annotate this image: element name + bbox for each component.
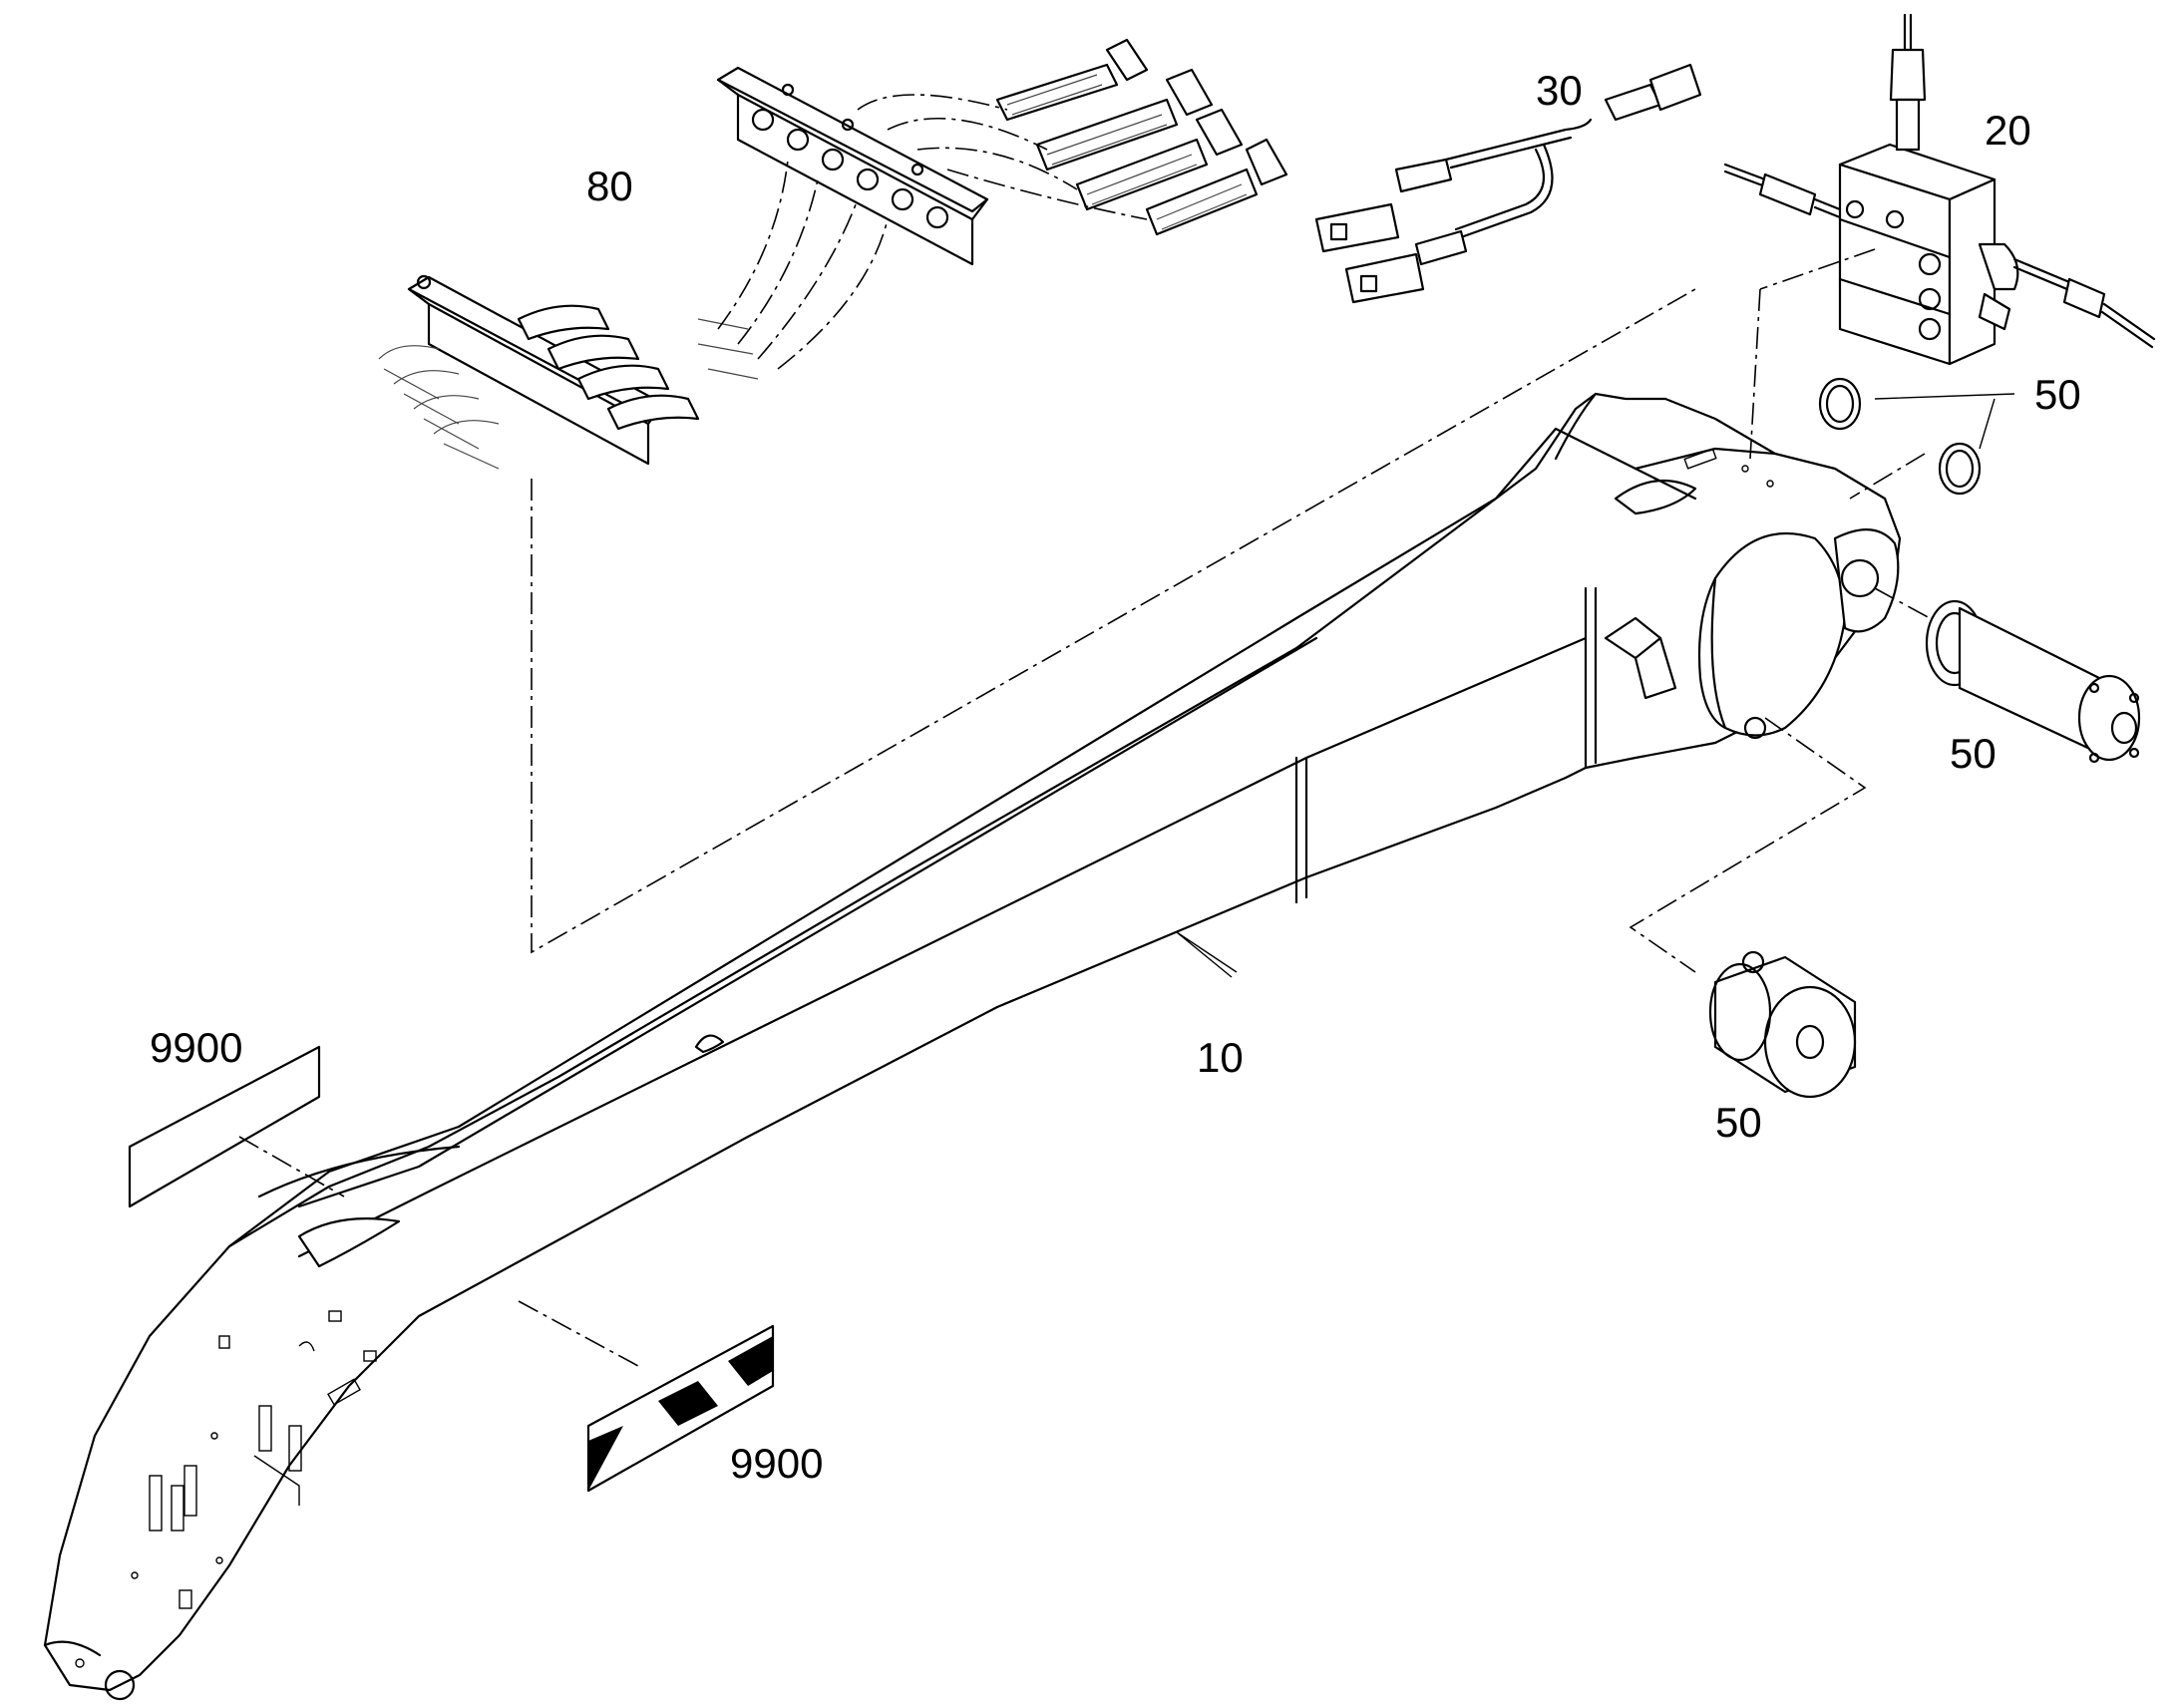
callout-50-bushing: 50 xyxy=(1715,1099,1762,1146)
hose-block-assembly xyxy=(378,38,1696,954)
boom-arm xyxy=(43,392,1902,1701)
callout-9900-bottom: 9900 xyxy=(730,1440,824,1487)
callout-50-orings: 50 xyxy=(2034,371,2081,418)
bushing xyxy=(1629,717,1867,1099)
pivot-pin xyxy=(1874,587,2141,764)
o-rings xyxy=(1818,377,2015,500)
callout-20: 20 xyxy=(1985,107,2031,154)
valve-block xyxy=(1723,13,2156,460)
callout-30: 30 xyxy=(1536,67,1583,114)
callout-10: 10 xyxy=(1197,1034,1244,1081)
callout-80: 80 xyxy=(586,163,633,209)
wiring-harness xyxy=(1314,63,1702,304)
decal-blank xyxy=(128,1045,345,1208)
leader-10 xyxy=(1176,931,1233,978)
decal-striped xyxy=(518,1300,775,1493)
callout-50-pin: 50 xyxy=(1950,730,1997,777)
callout-9900-top: 9900 xyxy=(150,1024,243,1071)
